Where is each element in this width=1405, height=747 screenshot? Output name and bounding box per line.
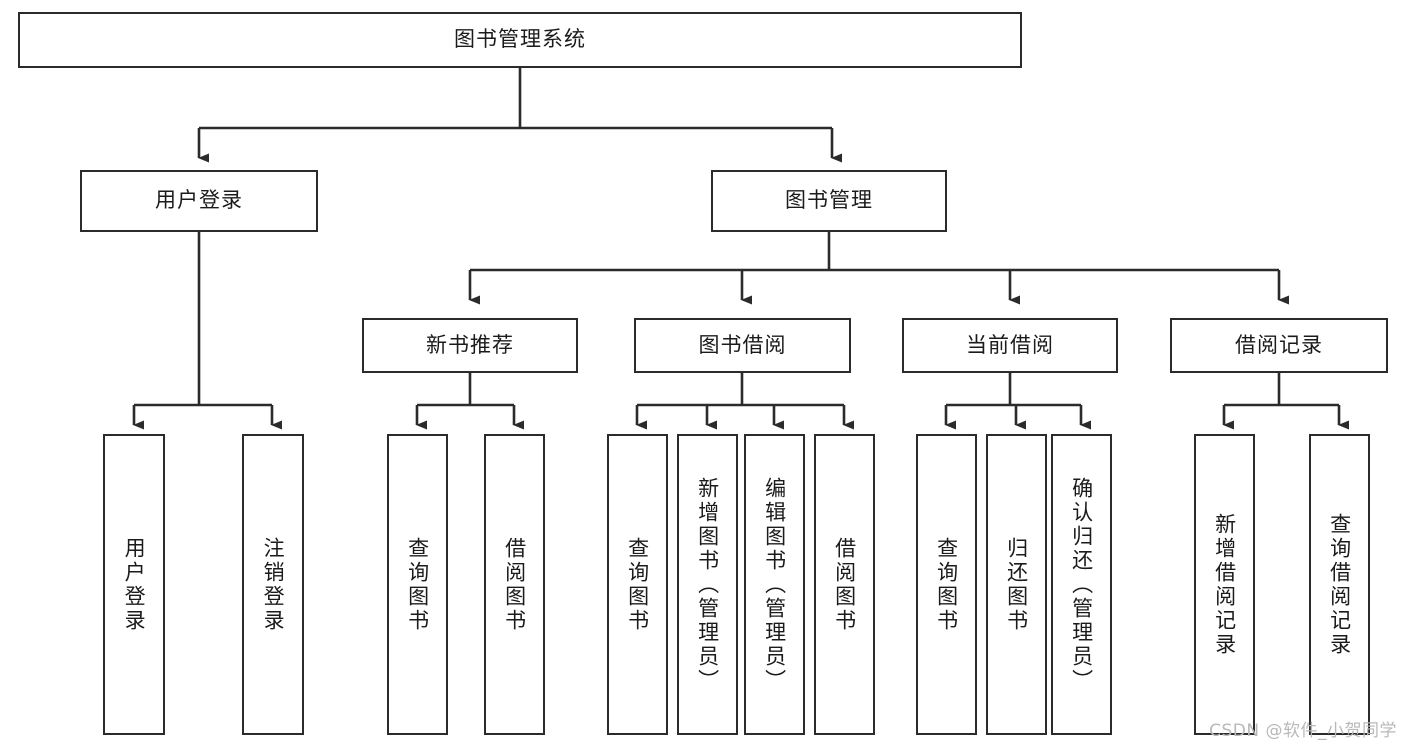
leaf-return-book-label: 归还图书 xyxy=(1004,536,1029,633)
leaf-query-book-1[interactable]: 查询图书 xyxy=(387,434,448,735)
node-current-borrow[interactable]: 当前借阅 xyxy=(902,318,1118,373)
leaf-add-book-label: 新增图书（管理员） xyxy=(695,476,720,693)
leaf-logout-login-label: 注销登录 xyxy=(261,536,286,633)
leaf-borrow-book-2-label: 借阅图书 xyxy=(832,536,857,633)
node-root[interactable]: 图书管理系统 xyxy=(18,12,1022,68)
leaf-borrow-book-1[interactable]: 借阅图书 xyxy=(484,434,545,735)
node-book-mgmt[interactable]: 图书管理 xyxy=(711,170,947,232)
leaf-logout-login[interactable]: 注销登录 xyxy=(242,434,304,735)
leaf-query-book-2-label: 查询图书 xyxy=(625,536,650,633)
node-book-mgmt-label: 图书管理 xyxy=(785,188,873,213)
leaf-query-book-3-label: 查询图书 xyxy=(934,536,959,633)
leaf-return-book[interactable]: 归还图书 xyxy=(986,434,1047,735)
leaf-user-login-label: 用户登录 xyxy=(122,536,147,633)
leaf-add-record[interactable]: 新增借阅记录 xyxy=(1194,434,1255,735)
leaf-borrow-book-2[interactable]: 借阅图书 xyxy=(814,434,875,735)
leaf-user-login[interactable]: 用户登录 xyxy=(103,434,165,735)
leaf-confirm-return-label: 确认归还（管理员） xyxy=(1069,476,1094,693)
leaf-add-record-label: 新增借阅记录 xyxy=(1212,512,1237,657)
node-borrow-record[interactable]: 借阅记录 xyxy=(1170,318,1388,373)
leaf-query-record[interactable]: 查询借阅记录 xyxy=(1309,434,1370,735)
leaf-query-record-label: 查询借阅记录 xyxy=(1327,512,1352,657)
node-book-borrow-label: 图书借阅 xyxy=(698,332,787,357)
node-user-login[interactable]: 用户登录 xyxy=(80,170,318,232)
node-user-login-label: 用户登录 xyxy=(155,188,243,213)
node-borrow-record-label: 借阅记录 xyxy=(1235,332,1323,357)
node-new-book-rec[interactable]: 新书推荐 xyxy=(362,318,578,373)
leaf-query-book-3[interactable]: 查询图书 xyxy=(916,434,977,735)
leaf-query-book-2[interactable]: 查询图书 xyxy=(607,434,668,735)
leaf-query-book-1-label: 查询图书 xyxy=(405,536,430,633)
node-book-borrow[interactable]: 图书借阅 xyxy=(634,318,851,373)
node-current-borrow-label: 当前借阅 xyxy=(966,332,1054,357)
leaf-edit-book[interactable]: 编辑图书（管理员） xyxy=(744,434,805,735)
leaf-edit-book-label: 编辑图书（管理员） xyxy=(762,476,787,693)
leaf-borrow-book-1-label: 借阅图书 xyxy=(502,536,527,633)
node-new-book-rec-label: 新书推荐 xyxy=(426,332,514,357)
node-root-label: 图书管理系统 xyxy=(454,27,586,52)
leaf-add-book[interactable]: 新增图书（管理员） xyxy=(677,434,738,735)
leaf-confirm-return[interactable]: 确认归还（管理员） xyxy=(1051,434,1112,735)
